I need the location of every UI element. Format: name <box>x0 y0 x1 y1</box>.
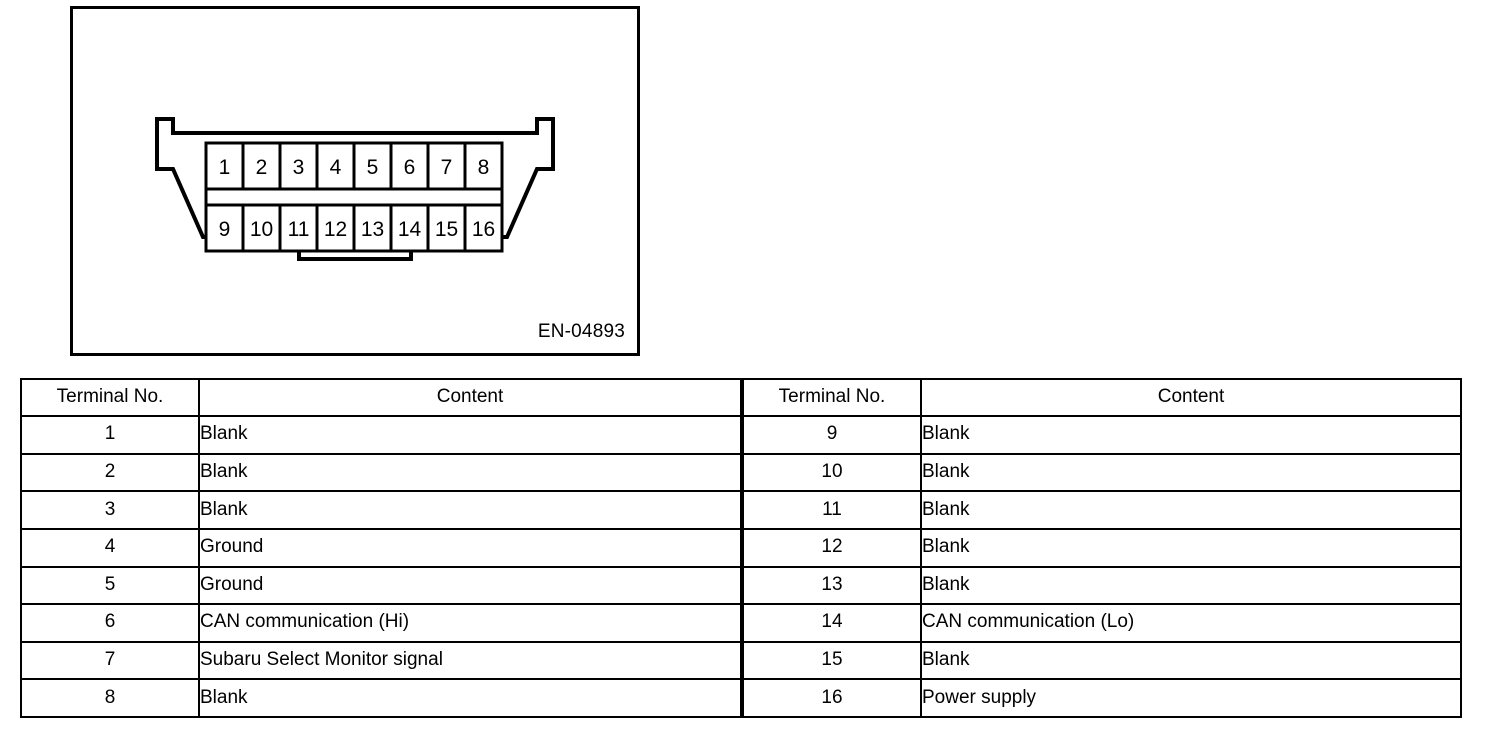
pin-label-16: 16 <box>472 218 495 241</box>
figure-id-label: EN-04893 <box>537 321 625 342</box>
content-cell: Ground <box>198 527 742 568</box>
table-row: 6 CAN communication (Hi) <box>20 603 742 643</box>
terminal-no-cell: 11 <box>742 490 922 530</box>
pin-label-15: 15 <box>435 218 458 241</box>
terminal-no-cell: 10 <box>742 452 922 493</box>
pin-cell-14 <box>389 203 430 253</box>
pin-row-top: 1 2 3 4 5 6 7 8 <box>204 141 504 191</box>
table-row: 14 CAN communication (Lo) <box>742 603 1462 643</box>
content-cell: Blank <box>198 490 742 530</box>
pin-label-2: 2 <box>256 156 268 179</box>
pin-label-13: 13 <box>361 218 384 241</box>
table-row: 11 Blank <box>742 490 1462 530</box>
pin-label-5: 5 <box>367 156 379 179</box>
content-cell: Blank <box>198 415 742 455</box>
table-row: 7 Subaru Select Monitor signal <box>20 640 742 681</box>
pin-label-11: 11 <box>288 218 310 241</box>
pin-label-3: 3 <box>293 156 305 179</box>
table-row: 1 Blank <box>20 415 742 455</box>
connector-diagram: 1 2 3 4 5 6 7 8 9 10 11 <box>155 117 555 261</box>
content-cell: Ground <box>198 565 742 606</box>
pin-cell-16 <box>463 203 504 253</box>
pin-label-12: 12 <box>324 218 347 241</box>
content-cell: Blank <box>198 678 742 718</box>
terminal-tables-area: Terminal No. Content 1 Blank 2 Blank 3 B… <box>20 378 1462 718</box>
content-cell: Blank <box>920 640 1462 681</box>
column-header-terminal-no: Terminal No. <box>20 378 200 417</box>
pin-cell-4 <box>315 141 356 191</box>
terminal-no-cell: 16 <box>742 678 922 718</box>
table-row: 4 Ground <box>20 527 742 568</box>
pin-label-7: 7 <box>441 156 453 179</box>
content-cell: Blank <box>920 415 1462 455</box>
pin-label-9: 9 <box>219 218 231 241</box>
content-cell: Power supply <box>920 678 1462 718</box>
table-header-row: Terminal No. Content <box>742 378 1462 417</box>
table-row: 15 Blank <box>742 640 1462 681</box>
terminal-no-cell: 1 <box>20 415 200 455</box>
content-cell: Blank <box>920 490 1462 530</box>
terminal-no-cell: 12 <box>742 527 922 568</box>
table-row: 9 Blank <box>742 415 1462 455</box>
pin-label-1: 1 <box>219 156 231 179</box>
pin-row-separator-band <box>204 187 504 207</box>
content-cell: Subaru Select Monitor signal <box>198 640 742 681</box>
terminal-no-cell: 15 <box>742 640 922 681</box>
pin-label-6: 6 <box>404 156 416 179</box>
pin-label-4: 4 <box>330 156 342 179</box>
terminal-no-cell: 5 <box>20 565 200 606</box>
terminal-no-cell: 7 <box>20 640 200 681</box>
table-row: 8 Blank <box>20 678 742 718</box>
terminal-no-cell: 13 <box>742 565 922 606</box>
content-cell: CAN communication (Lo) <box>920 603 1462 643</box>
terminal-no-cell: 6 <box>20 603 200 643</box>
pin-label-14: 14 <box>398 218 422 241</box>
table-header-row: Terminal No. Content <box>20 378 742 417</box>
pin-label-10: 10 <box>250 218 273 241</box>
column-header-content: Content <box>920 378 1462 417</box>
content-cell: Blank <box>920 452 1462 493</box>
content-cell: Blank <box>920 565 1462 606</box>
terminal-no-cell: 14 <box>742 603 922 643</box>
terminal-no-cell: 2 <box>20 452 200 493</box>
terminal-no-cell: 8 <box>20 678 200 718</box>
content-cell: CAN communication (Hi) <box>198 603 742 643</box>
table-row: 2 Blank <box>20 452 742 493</box>
connector-figure-panel: 1 2 3 4 5 6 7 8 9 10 11 <box>70 6 640 356</box>
table-row: 12 Blank <box>742 527 1462 568</box>
terminal-table-right: Terminal No. Content 9 Blank 10 Blank 11… <box>742 378 1462 718</box>
terminal-no-cell: 3 <box>20 490 200 530</box>
content-cell: Blank <box>920 527 1462 568</box>
table-row: 3 Blank <box>20 490 742 530</box>
terminal-table-left: Terminal No. Content 1 Blank 2 Blank 3 B… <box>20 378 742 718</box>
table-row: 13 Blank <box>742 565 1462 606</box>
column-header-terminal-no: Terminal No. <box>742 378 922 417</box>
table-row: 10 Blank <box>742 452 1462 493</box>
terminal-no-cell: 9 <box>742 415 922 455</box>
column-header-content: Content <box>198 378 742 417</box>
pin-cell-7 <box>426 141 467 191</box>
pin-row-bottom: 9 10 11 12 13 14 15 16 <box>204 203 504 253</box>
table-row: 5 Ground <box>20 565 742 606</box>
table-row: 16 Power supply <box>742 678 1462 718</box>
content-cell: Blank <box>198 452 742 493</box>
pin-label-8: 8 <box>478 156 490 179</box>
terminal-no-cell: 4 <box>20 527 200 568</box>
